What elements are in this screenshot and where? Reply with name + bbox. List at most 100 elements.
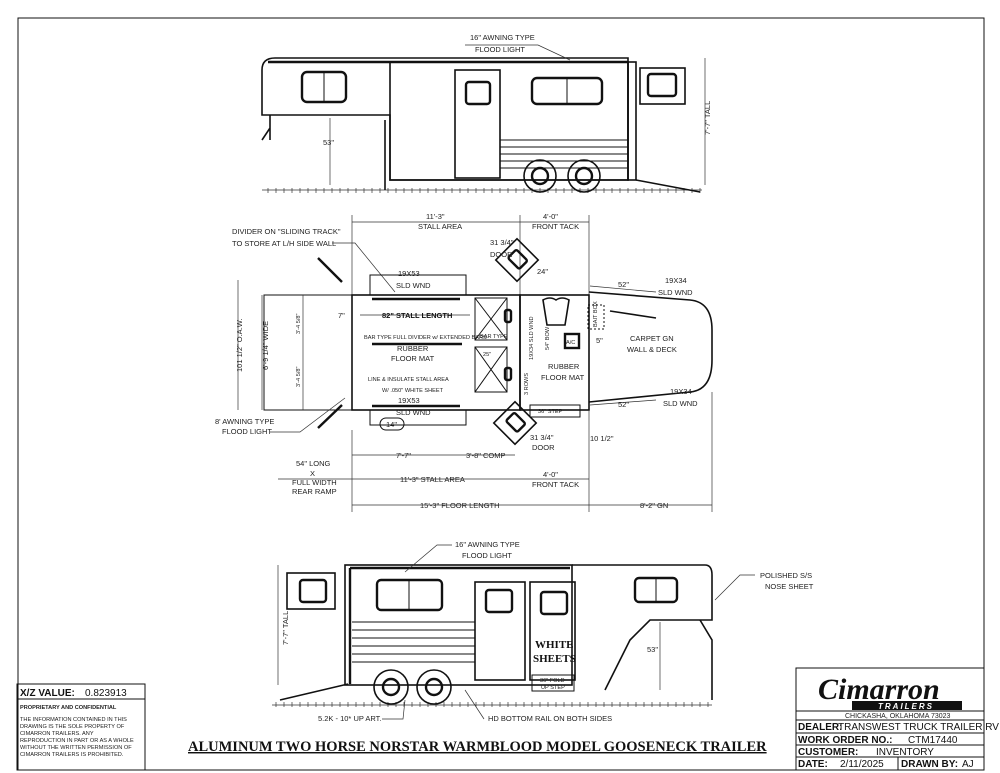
ten-half-inch-dim: 10 1/2"	[590, 434, 614, 443]
proprietary-line: THE INFORMATION CONTAINED IN THIS	[20, 717, 127, 723]
door-width-top: 31 3/4"	[490, 238, 514, 247]
fourteen-inch-dim: 14"	[386, 420, 397, 429]
floor-plan: 11'-3" STALL AREA 4'-0" FRONT TACK DIVID…	[215, 212, 713, 512]
awning-label-1: 16" AWNING TYPE	[470, 33, 535, 42]
work-order-label: WORK ORDER NO.:	[798, 735, 892, 746]
dealer-value: TRANSWEST TRUCK TRAILER RV	[838, 722, 999, 733]
drawn-by-label: DRAWN BY:	[901, 759, 958, 770]
ramp-label-3: FULL WIDTH	[292, 478, 337, 487]
overall-width-dim: 101 1/2" O.A.W.	[235, 318, 244, 372]
ground-line	[272, 702, 712, 707]
hitch-height-label: 53"	[647, 645, 658, 654]
fold-step-label-2: UP STEP	[541, 685, 565, 691]
proprietary-block: X/Z VALUE: 0.823913 PROPRIETARY AND CONF…	[16, 683, 146, 771]
rubber-mat-label-2: FLOOR MAT	[391, 354, 435, 363]
bow-label: 54" BOW	[545, 326, 551, 350]
drawn-by-value: AJ	[962, 759, 974, 770]
proprietary-line: REPRODUCTION IN PART OR AS A WHOLE	[20, 738, 134, 744]
customer-label: CUSTOMER:	[798, 747, 858, 758]
divider-label: BAR TYPE FULL DIVIDER w/ EXTENDED BARS	[364, 335, 487, 341]
gn-window-dim-top: 52"	[618, 280, 629, 289]
hitch-height-label: 53"	[323, 138, 334, 147]
carpet-label-1: CARPET GN	[630, 334, 674, 343]
stall-area-dim: 11'-3"	[426, 212, 445, 221]
customer-value: INVENTORY	[876, 747, 934, 758]
window-size-top: 19X53	[398, 269, 420, 278]
twentyfour-inch-dim: 24"	[537, 267, 548, 276]
window-type-bottom: SLD WND	[396, 408, 431, 417]
front-tack-bottom-label: FRONT TACK	[532, 480, 579, 489]
proprietary-line: CIMARRON TRAILERS. ANY	[20, 731, 94, 737]
proprietary-line: CIMARRON TRAILERS IS PROHIBITED.	[20, 752, 124, 758]
stall-area-bottom-dim: 11'-3" STALL AREA	[400, 475, 465, 484]
side-elevation-top: 53" 7'-7" TALL 16" AWNING TYPE FLOOD LIG…	[261, 33, 712, 193]
step-label: 36" STEP	[538, 409, 563, 415]
logo-subtitle: TRAILERS	[878, 702, 934, 711]
white-sheets-label-2: SHEETS	[533, 653, 576, 665]
rubber-mat-label-1: RUBBER	[397, 344, 429, 353]
stall-area-label: STALL AREA	[418, 222, 462, 231]
height-label: 7'-7" TALL	[281, 611, 290, 645]
tack-mat-label-2: FLOOR MAT	[541, 373, 585, 382]
rows-label: 3 ROWS	[524, 373, 530, 395]
tack-window-label: 19X34 SLD WND	[529, 316, 535, 360]
xz-value: 0.823913	[85, 688, 127, 699]
date-label: DATE:	[798, 759, 828, 770]
side-elevation-bottom: WHITE SHEETS 36" FOLD UP STEP 7'-7" TALL…	[272, 540, 814, 723]
divider-note-2: TO STORE AT L/H SIDE WALL	[232, 239, 336, 248]
awning8-label-1: 8' AWNING TYPE	[215, 417, 274, 426]
divider-note-1: DIVIDER ON "SLIDING TRACK"	[232, 227, 341, 236]
height-label: 7'-7" TALL	[703, 101, 712, 135]
window-size-bottom: 19X53	[398, 396, 420, 405]
front-tack-label: FRONT TACK	[532, 222, 579, 231]
dealer-label: DEALER:	[798, 722, 842, 733]
proprietary-heading: PROPRIETARY AND CONFIDENTIAL	[20, 705, 117, 711]
wheel	[567, 159, 601, 193]
seven-inch-dim: 7"	[338, 311, 345, 320]
stall-width-1: 3'-4 5/8"	[296, 314, 302, 334]
date-value: 2/11/2025	[840, 759, 884, 770]
tack-mat-label-1: RUBBER	[548, 362, 580, 371]
seven-seven-dim: 7'-7"	[396, 451, 411, 460]
nose-sheet-label-2: NOSE SHEET	[765, 582, 814, 591]
gn-window-type-bottom: SLD WND	[663, 399, 698, 408]
proprietary-line: DRAWING IS THE SOLE PROPERTY OF	[20, 724, 125, 730]
door-label-top: DOOR	[490, 250, 513, 259]
work-order-value: CTM17440	[908, 735, 958, 746]
awning8-label-2: FLOOD LIGHT	[222, 427, 272, 436]
sheet-border	[17, 17, 985, 771]
stall-width-2: 3'-4 5/8"	[296, 367, 302, 387]
five-inch-dim: 5"	[596, 336, 603, 345]
gn-window-dim-bottom: 52"	[618, 400, 629, 409]
bottom-rail-label: HD BOTTOM RAIL ON BOTH SIDES	[488, 714, 612, 723]
front-tack-dim: 4'-0"	[543, 212, 558, 221]
xz-label: X/Z VALUE:	[20, 688, 75, 699]
wheel	[416, 669, 452, 705]
wheel	[373, 669, 409, 705]
ground-line	[262, 188, 702, 193]
nose-sheet-label-1: POLISHED S/S	[760, 571, 812, 580]
front-tack-bottom-dim: 4'-0"	[543, 470, 558, 479]
twentyfive-inch-dim: 25"	[483, 352, 491, 358]
floor-length-dim: 15'-3" FLOOR LENGTH	[420, 501, 500, 510]
bait-box-label: BAIT BOX	[593, 301, 599, 327]
line-insulate-2: W/ .050" WHITE SHEET	[382, 388, 444, 394]
gn-window-type-top: SLD WND	[658, 288, 693, 297]
awning-label-2: FLOOD LIGHT	[475, 45, 525, 54]
location: CHICKASHA, OKLAHOMA 73023	[845, 713, 951, 720]
inside-width-dim: 6'-9 1/4" WIDE	[261, 321, 270, 370]
wheel	[523, 159, 557, 193]
drawing-title: ALUMINUM TWO HORSE NORSTAR WARMBLOOD MOD…	[188, 739, 767, 755]
awning-label-2: FLOOD LIGHT	[462, 551, 512, 560]
ramp-label-1: 54" LONG	[296, 459, 331, 468]
cimarron-logo: Cimarron	[818, 673, 940, 706]
ramp-label-2: X	[310, 469, 315, 478]
axle-label: 5.2K - 10* UP ART.	[318, 714, 382, 723]
white-sheets-label-1: WHITE	[535, 639, 574, 651]
proprietary-line: WITHOUT THE WRITTEN PERMISSION OF	[20, 745, 132, 751]
door-width-bottom: 31 3/4"	[530, 433, 554, 442]
gn-window-size-top: 19X34	[665, 276, 687, 285]
gn-window-size-bottom: 19X34	[670, 387, 692, 396]
door-label-bottom: DOOR	[532, 443, 555, 452]
